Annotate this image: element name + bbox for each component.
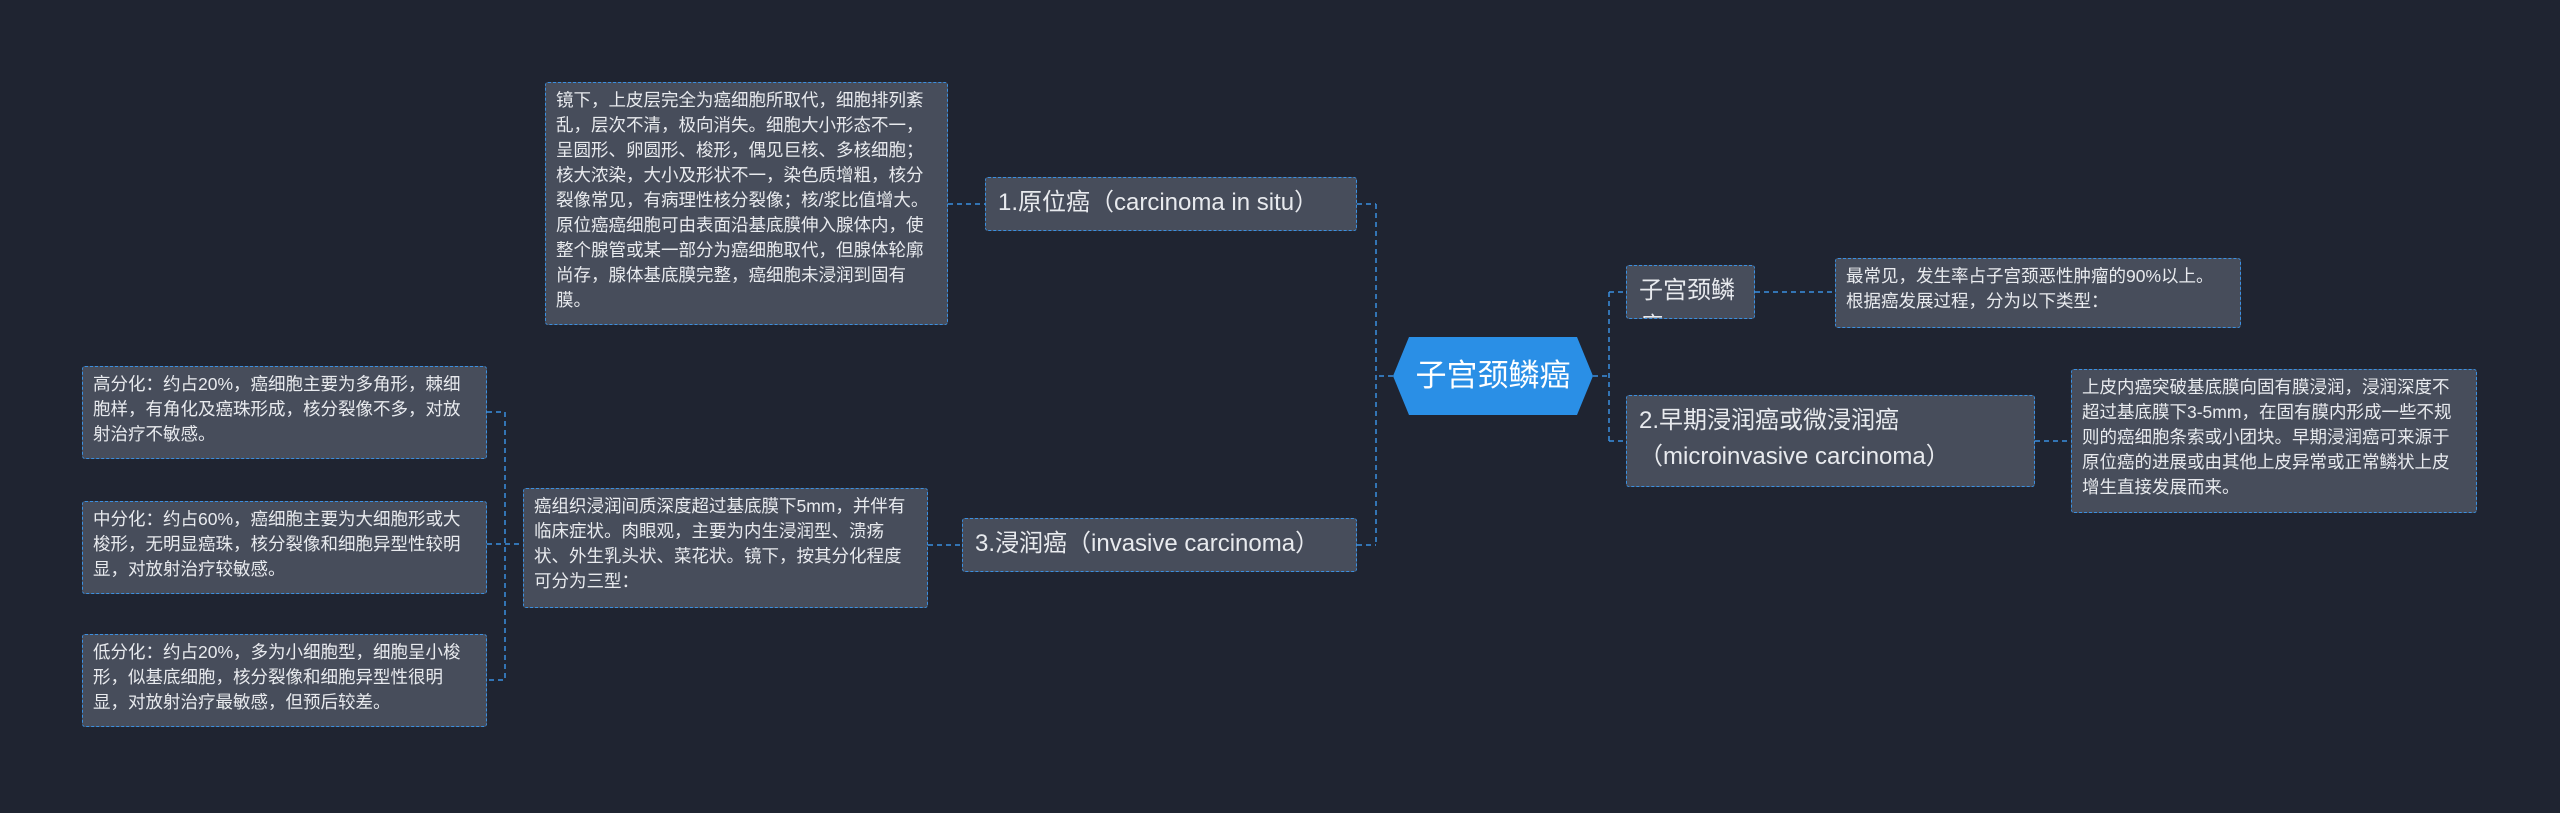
branch-invasive[interactable]: 3.浸润癌（invasive carcinoma） <box>962 518 1357 572</box>
grade-high[interactable]: 高分化：约占20%，癌细胞主要为多角形，棘细胞样，有角化及癌珠形成，核分裂像不多… <box>82 366 487 459</box>
connector-grades <box>487 411 523 681</box>
connector-center-left <box>1375 204 1393 545</box>
connector-center-right <box>1593 292 1610 441</box>
branch-early[interactable]: 2.早期浸润癌或微浸润癌（microinvasive carcinoma） <box>1626 395 2035 487</box>
note-scc[interactable]: 最常见，发生率占子宫颈恶性肿瘤的90%以上。根据癌发展过程，分为以下类型： <box>1835 258 2241 328</box>
grade-low[interactable]: 低分化：约占20%，多为小细胞型，细胞呈小梭形，似基底细胞，核分裂像和细胞异型性… <box>82 634 487 727</box>
note-insitu[interactable]: 镜下，上皮层完全为癌细胞所取代，细胞排列紊乱，层次不清，极向消失。细胞大小形态不… <box>545 82 948 325</box>
branch-scc[interactable]: 子宫颈鳞癌： <box>1626 265 1755 319</box>
grade-medium[interactable]: 中分化：约占60%，癌细胞主要为大细胞形或大梭形，无明显癌珠，核分裂像和细胞异型… <box>82 501 487 594</box>
note-early[interactable]: 上皮内癌突破基底膜向固有膜浸润，浸润深度不超过基底膜下3-5mm，在固有膜内形成… <box>2071 369 2477 513</box>
note-invasive[interactable]: 癌组织浸润间质深度超过基底膜下5mm，并伴有临床症状。肉眼观，主要为内生浸润型、… <box>523 488 928 608</box>
branch-insitu[interactable]: 1.原位癌（carcinoma in situ） <box>985 177 1357 231</box>
central-topic[interactable]: 子宫颈鳞癌 <box>1393 337 1593 415</box>
